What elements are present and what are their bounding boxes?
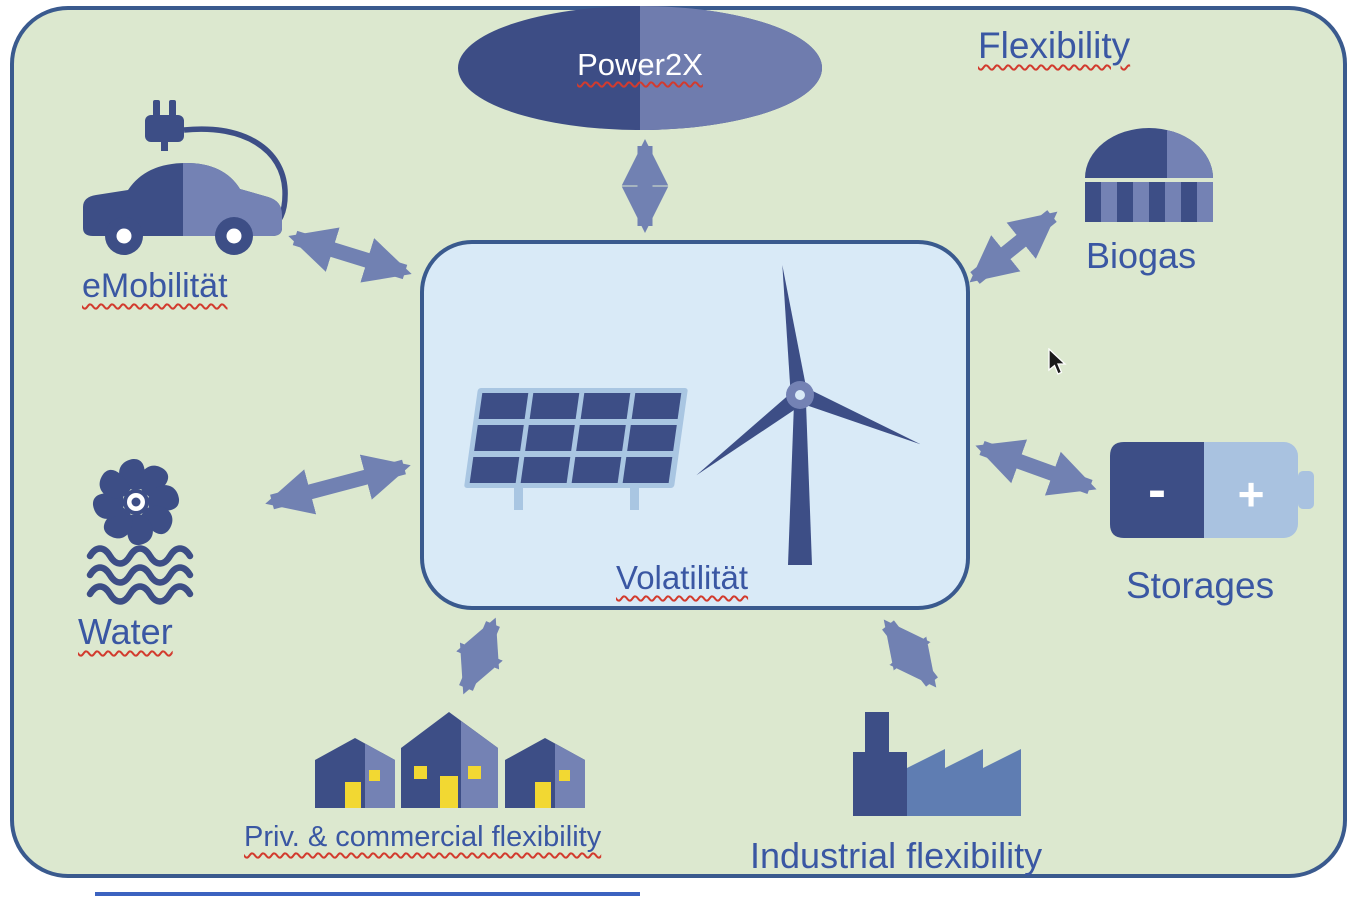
- arrow-emobility-volatility: [288, 227, 412, 283]
- water-label: Water: [78, 611, 173, 652]
- arrow-storages-volatility: [975, 439, 1097, 496]
- battery-minus-sign: -: [1148, 460, 1166, 520]
- charging-plug-icon: [145, 100, 184, 151]
- volatility-label: Volatilität: [616, 559, 749, 596]
- power2x-ellipse: [458, 6, 822, 130]
- mouse-cursor-icon: [1048, 348, 1067, 375]
- solar-panel-icon: [464, 388, 688, 510]
- ev-car-plug-icon: [83, 100, 288, 255]
- solar-panel-leg: [630, 486, 639, 510]
- solar-panel-leg: [514, 486, 523, 510]
- wind-turbine-icon: [696, 265, 920, 565]
- battery-negative-side: [1110, 442, 1204, 538]
- factory-sawtooth-roof: [907, 749, 1021, 816]
- house-left: [315, 738, 395, 808]
- factory-chimney: [865, 712, 889, 758]
- battery-terminal: [1298, 471, 1314, 509]
- battery-icon: - +: [1110, 442, 1314, 538]
- arrow-private-volatility: [456, 617, 503, 695]
- house-middle: [401, 712, 498, 808]
- biogas-icon: [1085, 128, 1213, 222]
- emobility-label: eMobilität: [82, 267, 228, 305]
- water-waves: [86, 545, 194, 602]
- industrial-label: Industrial flexibility: [750, 835, 1043, 876]
- biogas-stripes-dark: [1085, 182, 1197, 222]
- biogas-label: Biogas: [1086, 235, 1197, 276]
- water-turbine-icon: [86, 458, 194, 608]
- arrow-industrial-volatility: [882, 619, 938, 688]
- houses-icon: [315, 712, 585, 808]
- turbine-tower: [788, 403, 812, 565]
- storages-label: Storages: [1126, 565, 1275, 606]
- bottom-progress-line: [95, 892, 640, 896]
- arrow-water-volatility: [265, 454, 411, 515]
- car-body: [83, 163, 282, 255]
- power2x-label: Power2X: [577, 47, 703, 82]
- water-rotor: [92, 458, 180, 546]
- house-right: [505, 738, 585, 808]
- factory-icon: [853, 712, 1021, 816]
- turbine-blades: [696, 265, 920, 476]
- solar-panel-grid: [464, 388, 688, 488]
- biogas-stripes-light: [1101, 182, 1213, 222]
- title-flexibility: Flexibility: [978, 25, 1131, 66]
- factory-block: [853, 752, 907, 816]
- private-commercial-label: Priv. & commercial flexibility: [244, 821, 602, 853]
- arrow-biogas-volatility: [969, 210, 1058, 284]
- battery-plus-sign: +: [1238, 468, 1265, 520]
